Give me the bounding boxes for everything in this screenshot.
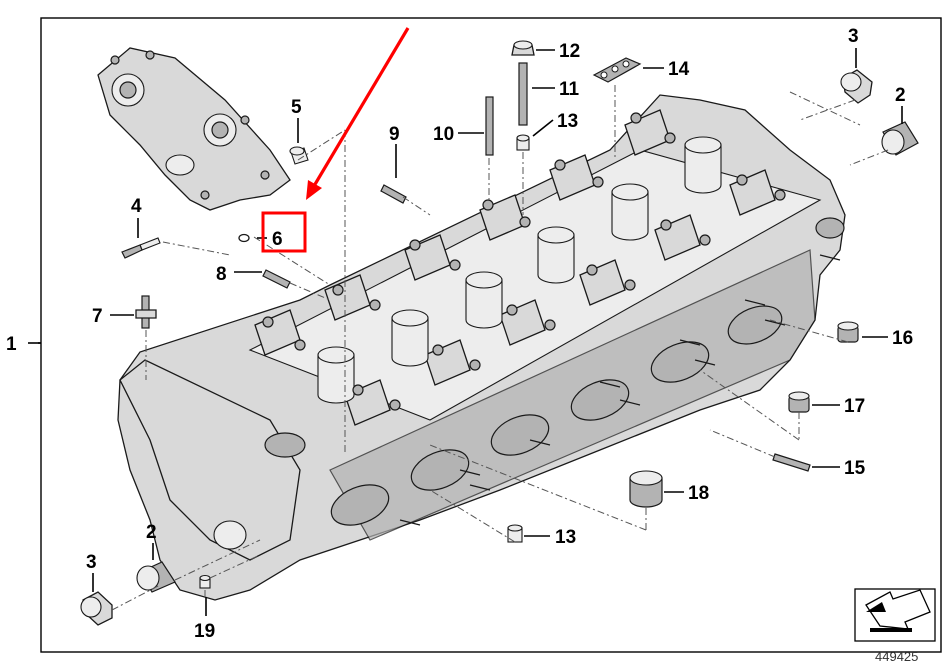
callout-2-upper: 2 bbox=[895, 85, 906, 106]
bolt-4 bbox=[121, 237, 161, 259]
red-arrow bbox=[312, 27, 410, 187]
sleeve-13-lower bbox=[507, 524, 523, 543]
cap-16 bbox=[837, 321, 859, 343]
callout-18: 18 bbox=[688, 483, 709, 504]
callout-9: 9 bbox=[389, 124, 400, 145]
o-ring-6 bbox=[238, 233, 250, 243]
callout-11: 11 bbox=[559, 79, 580, 100]
callout-7: 7 bbox=[92, 306, 103, 327]
diagram-frame bbox=[40, 17, 942, 653]
callout-19: 19 bbox=[194, 621, 215, 642]
bolt-heads bbox=[262, 112, 786, 411]
exhaust-studs bbox=[399, 254, 841, 526]
pin-19 bbox=[199, 574, 211, 589]
view-direction-icon bbox=[854, 588, 936, 642]
callout-3-upper: 3 bbox=[848, 26, 859, 47]
red-arrow-head bbox=[306, 180, 322, 200]
plug-2-lower bbox=[136, 561, 176, 593]
bearing-bridge bbox=[97, 47, 291, 211]
callout-2-lower: 2 bbox=[146, 522, 157, 543]
exhaust-ports bbox=[330, 305, 783, 526]
callout-13-lower: 13 bbox=[555, 527, 576, 548]
callout-6: 6 bbox=[272, 229, 283, 250]
stud-11 bbox=[518, 62, 528, 126]
callout-17: 17 bbox=[844, 396, 865, 417]
assembly-lines bbox=[111, 85, 889, 611]
callout-15: 15 bbox=[844, 458, 866, 479]
nut-12 bbox=[511, 40, 535, 56]
gasket-14 bbox=[592, 57, 642, 83]
callout-3-lower: 3 bbox=[86, 552, 97, 573]
highlight-annotation bbox=[261, 27, 410, 253]
callout-12: 12 bbox=[559, 41, 580, 62]
stud-15 bbox=[772, 453, 811, 472]
cylinder-head bbox=[117, 94, 846, 601]
plug-2-upper bbox=[881, 121, 919, 156]
callout-labels: 1 3 2 4 5 6 7 8 9 10 11 12 13 14 16 17 1… bbox=[6, 26, 913, 642]
sleeve-13-upper bbox=[516, 134, 530, 151]
stud-9 bbox=[380, 184, 407, 204]
reference-number: 449425 bbox=[875, 649, 918, 664]
stud-10 bbox=[485, 96, 494, 156]
callout-14: 14 bbox=[668, 59, 690, 80]
callout-10: 10 bbox=[433, 124, 454, 145]
callout-4: 4 bbox=[131, 196, 142, 217]
callout-5: 5 bbox=[291, 97, 302, 118]
callout-16: 16 bbox=[892, 328, 913, 349]
plug-3-lower bbox=[80, 591, 113, 626]
plug-3-upper bbox=[840, 69, 873, 104]
cap-17 bbox=[788, 391, 810, 413]
callout-8: 8 bbox=[216, 264, 227, 285]
stud-8 bbox=[262, 269, 291, 289]
callout-1: 1 bbox=[6, 334, 17, 355]
highlight-box bbox=[261, 211, 307, 253]
leader-lines bbox=[28, 48, 903, 616]
dowel-sleeve-5 bbox=[289, 146, 309, 165]
bushing-18 bbox=[629, 470, 663, 508]
callout-13-upper: 13 bbox=[557, 111, 578, 132]
stud-7 bbox=[135, 295, 157, 329]
